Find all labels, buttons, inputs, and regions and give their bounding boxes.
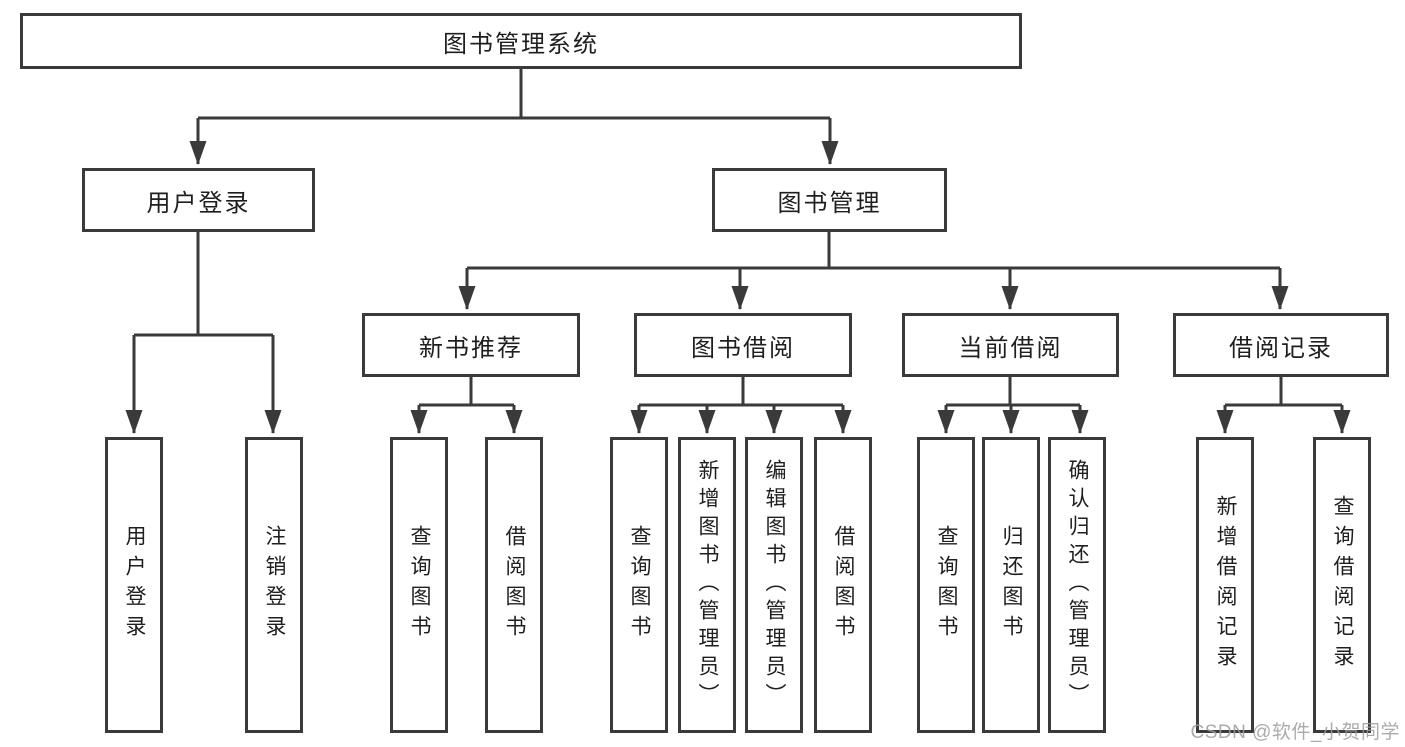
leaf-user-login-label: 用户登录 <box>123 525 146 645</box>
leaf-borrow-books-recommend: 借阅图书 <box>485 437 543 733</box>
node-library-system: 图书管理系统 <box>20 13 1022 69</box>
leaf-add-books-admin-label: 新增图书（管理员） <box>696 459 719 711</box>
leaf-edit-books-admin: 编辑图书（管理员） <box>745 437 803 733</box>
leaf-query-books-recommend: 查询图书 <box>390 437 448 733</box>
leaf-logout-label: 注销登录 <box>263 525 286 645</box>
node-book-borrow-label: 图书借阅 <box>691 334 795 362</box>
leaf-query-books-recommend-label: 查询图书 <box>408 525 431 645</box>
node-borrow-records: 借阅记录 <box>1173 313 1389 377</box>
node-library-system-label: 图书管理系统 <box>443 30 599 58</box>
leaf-user-login: 用户登录 <box>105 437 163 733</box>
node-new-book-recommend-label: 新书推荐 <box>419 334 523 362</box>
node-current-borrow: 当前借阅 <box>902 313 1119 377</box>
node-user-login-label: 用户登录 <box>146 189 251 217</box>
leaf-query-books-current: 查询图书 <box>917 437 975 733</box>
node-book-borrow: 图书借阅 <box>634 313 852 377</box>
node-borrow-records-label: 借阅记录 <box>1229 334 1333 362</box>
leaf-add-borrow-record: 新增借阅记录 <box>1196 437 1254 733</box>
leaf-add-books-admin: 新增图书（管理员） <box>678 437 736 733</box>
leaf-query-books-current-label: 查询图书 <box>935 525 958 645</box>
leaf-logout: 注销登录 <box>245 437 303 733</box>
node-current-borrow-label: 当前借阅 <box>958 334 1063 362</box>
leaf-confirm-return-admin-label: 确认归还（管理员） <box>1066 459 1089 711</box>
leaf-borrow-books-recommend-label: 借阅图书 <box>503 525 526 645</box>
leaf-query-borrow-record: 查询借阅记录 <box>1313 437 1371 733</box>
node-user-login: 用户登录 <box>82 168 315 232</box>
leaf-return-books: 归还图书 <box>982 437 1040 733</box>
leaf-query-borrow-record-label: 查询借阅记录 <box>1331 495 1354 675</box>
leaf-borrow-books-borrow: 借阅图书 <box>814 437 872 733</box>
leaf-confirm-return-admin: 确认归还（管理员） <box>1048 437 1106 733</box>
leaf-edit-books-admin-label: 编辑图书（管理员） <box>763 459 786 711</box>
node-new-book-recommend: 新书推荐 <box>362 313 580 377</box>
leaf-query-books-borrow-label: 查询图书 <box>628 525 651 645</box>
node-book-management-label: 图书管理 <box>777 189 882 217</box>
leaf-return-books-label: 归还图书 <box>1000 525 1023 645</box>
csdn-watermark: CSDN @软件_小贺同学 <box>1190 722 1400 743</box>
node-book-management: 图书管理 <box>712 168 947 232</box>
leaf-borrow-books-borrow-label: 借阅图书 <box>832 525 855 645</box>
leaf-query-books-borrow: 查询图书 <box>610 437 668 733</box>
leaf-add-borrow-record-label: 新增借阅记录 <box>1214 495 1237 675</box>
